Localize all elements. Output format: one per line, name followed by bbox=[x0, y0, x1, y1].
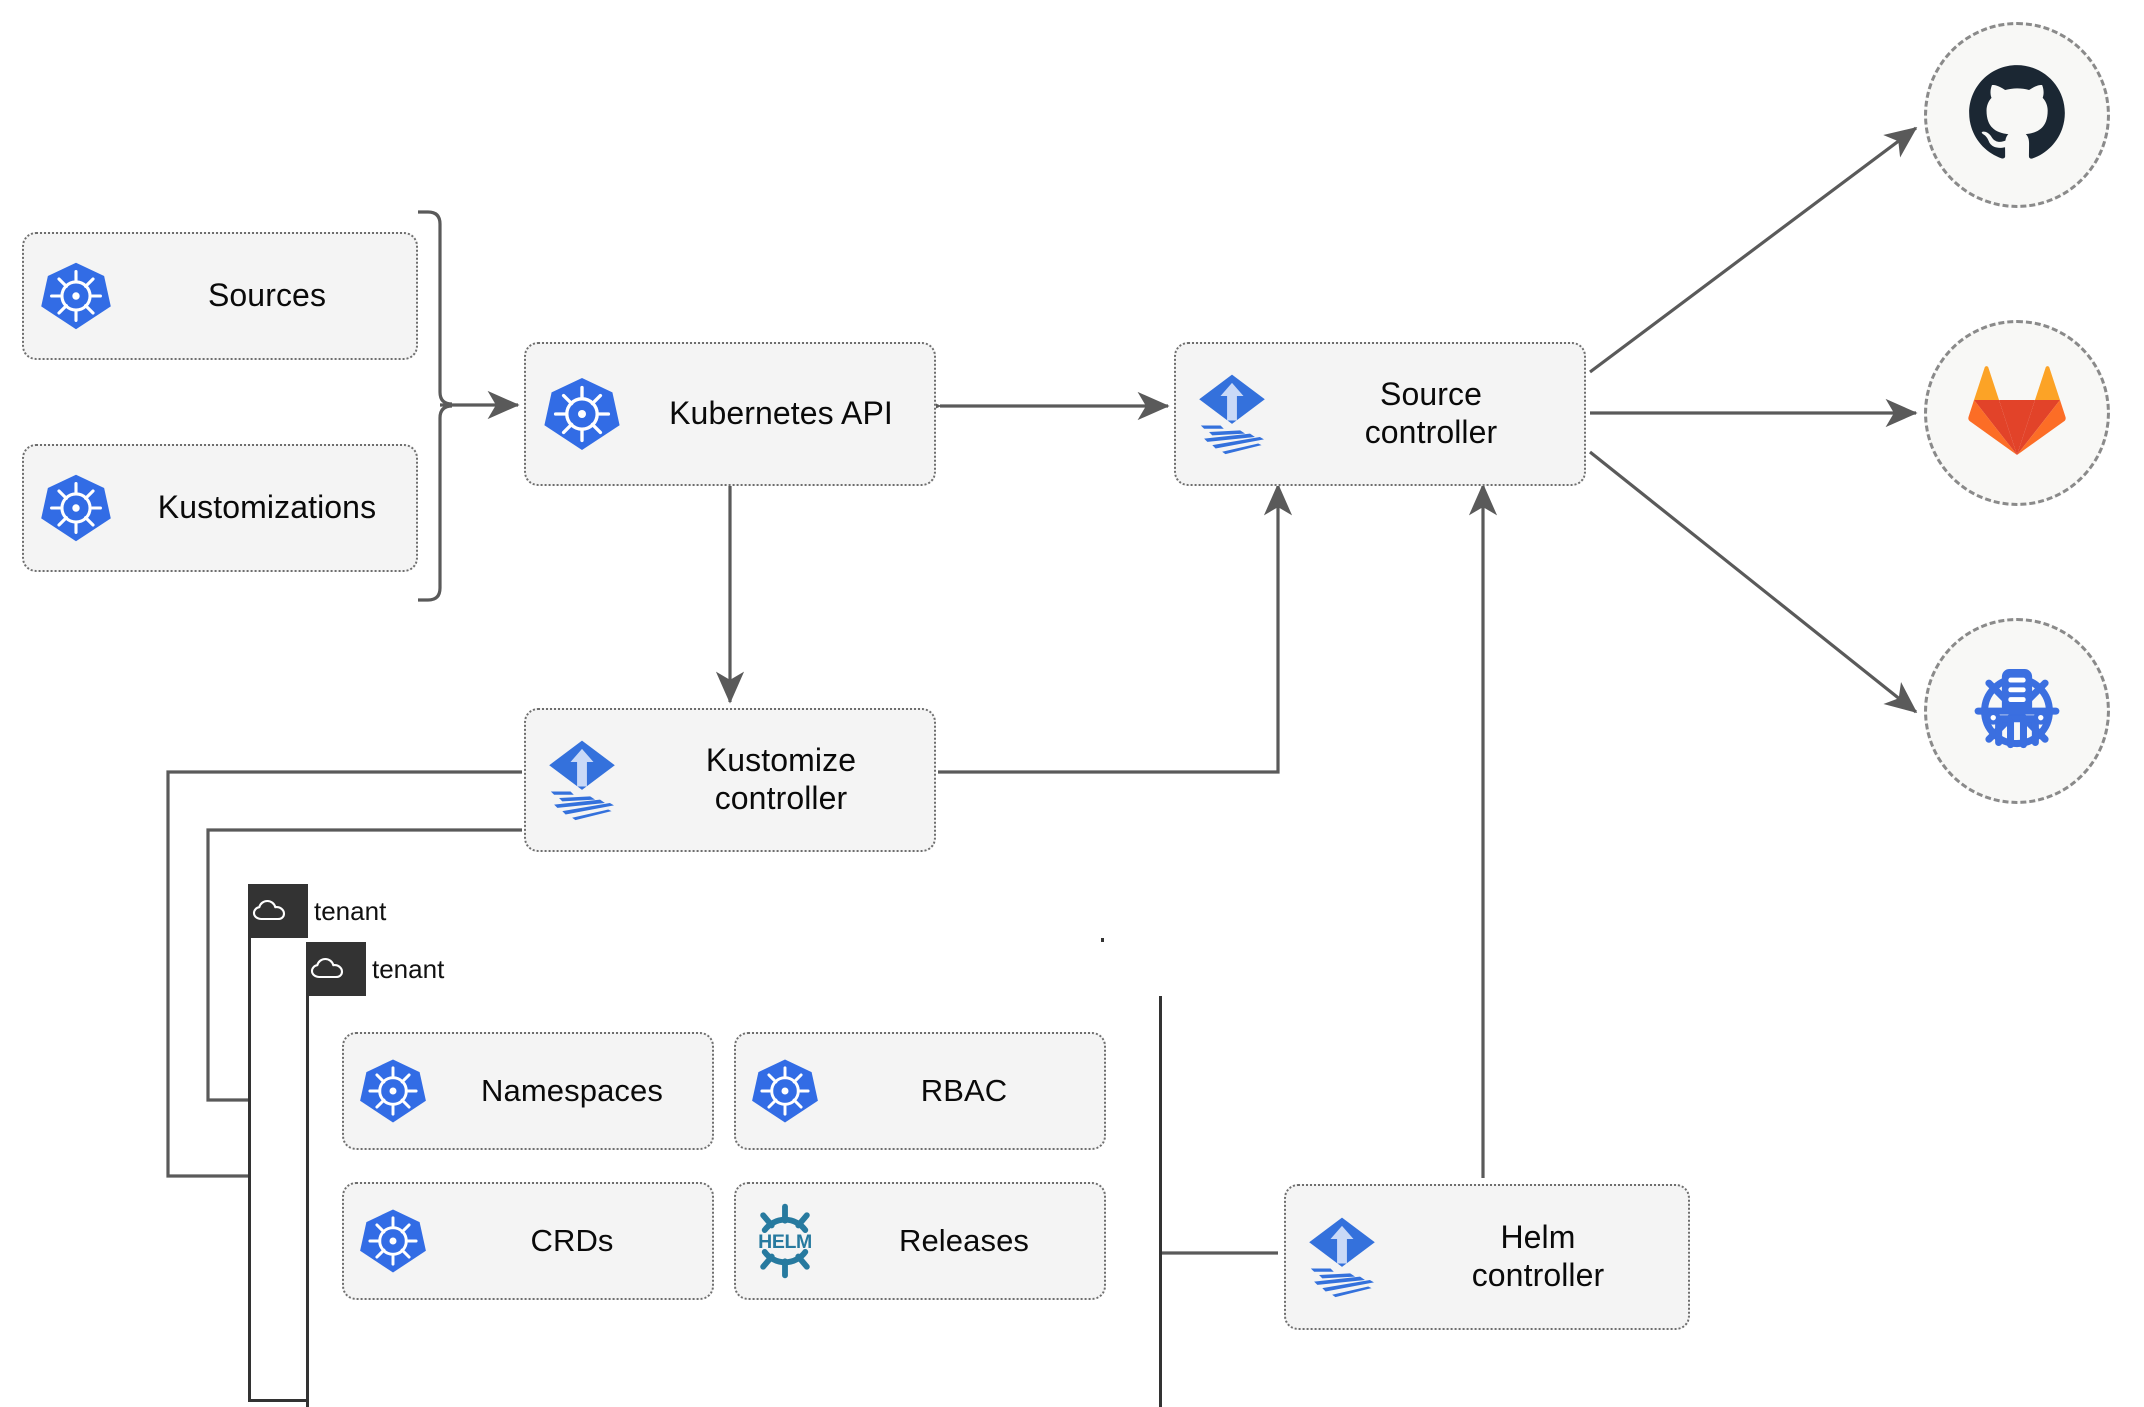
endpoint-gitlab[interactable] bbox=[1924, 320, 2110, 506]
svg-text:HELM: HELM bbox=[758, 1231, 812, 1253]
github-icon bbox=[1965, 61, 2069, 170]
wire-inputs-bracket bbox=[418, 210, 453, 406]
node-namespaces-label: Namespaces bbox=[481, 1072, 663, 1108]
node-kubernetes-api[interactable]: Kubernetes API bbox=[524, 342, 936, 486]
node-kustomize-controller-line1: Kustomize bbox=[705, 742, 857, 779]
node-helm-controller-line1: Helm bbox=[1500, 1219, 1576, 1256]
node-releases-label: Releases bbox=[898, 1222, 1030, 1258]
flux-icon bbox=[1176, 371, 1288, 457]
node-kustomizations[interactable]: Kustomizations bbox=[22, 444, 418, 572]
node-rbac-label: RBAC bbox=[920, 1072, 1008, 1108]
tenant-back-tab bbox=[248, 884, 308, 938]
node-crds[interactable]: CRDs bbox=[342, 1182, 714, 1300]
wire-source-to-github bbox=[1589, 126, 1918, 374]
node-sources-label: Sources bbox=[207, 277, 327, 314]
kubernetes-icon bbox=[344, 1206, 442, 1276]
cloud-icon bbox=[248, 884, 290, 938]
node-rbac[interactable]: RBAC bbox=[734, 1032, 1106, 1150]
endpoint-bucket[interactable] bbox=[1924, 618, 2110, 804]
kubernetes-icon bbox=[736, 1056, 834, 1126]
wire-inputs-bracket-lower bbox=[418, 404, 453, 602]
node-helm-controller[interactable]: Helm controller bbox=[1284, 1184, 1690, 1330]
kubernetes-icon bbox=[24, 259, 128, 333]
kubernetes-icon bbox=[24, 471, 128, 545]
kubernetes-icon bbox=[526, 374, 638, 454]
tenant-frame-front bbox=[306, 942, 1162, 1407]
node-source-controller-line1: Source bbox=[1380, 376, 1482, 413]
tenant-back-title-strip: tenant bbox=[308, 884, 1104, 938]
node-kustomize-controller-label: Kustomize controller bbox=[638, 742, 934, 818]
node-kustomize-controller-line2: controller bbox=[714, 780, 848, 816]
node-sources[interactable]: Sources bbox=[22, 232, 418, 360]
tenant-back-label: tenant bbox=[314, 895, 387, 926]
helm-repository-icon bbox=[1963, 655, 2071, 768]
wire-source-to-bucket bbox=[1589, 450, 1918, 714]
node-kustomize-controller[interactable]: Kustomize controller bbox=[524, 708, 936, 852]
flux-icon bbox=[526, 737, 638, 823]
node-kubernetes-api-label: Kubernetes API bbox=[669, 395, 893, 432]
node-helm-controller-label: Helm controller bbox=[1398, 1219, 1688, 1295]
cloud-icon bbox=[306, 942, 348, 996]
helm-icon: HELM bbox=[736, 1202, 834, 1280]
node-crds-label: CRDs bbox=[530, 1222, 614, 1258]
node-kustomizations-label: Kustomizations bbox=[157, 489, 377, 526]
node-releases[interactable]: HELM Releases bbox=[734, 1182, 1106, 1300]
kubernetes-icon bbox=[344, 1056, 442, 1126]
tenant-front-title-strip: tenant bbox=[366, 942, 1162, 996]
tenant-front-label: tenant bbox=[372, 953, 445, 984]
gitlab-icon bbox=[1967, 363, 2067, 464]
node-namespaces[interactable]: Namespaces bbox=[342, 1032, 714, 1150]
flux-icon bbox=[1286, 1214, 1398, 1300]
node-helm-controller-line2: controller bbox=[1471, 1257, 1605, 1293]
wire-kustomize-to-source-controller bbox=[938, 483, 1293, 774]
endpoint-github[interactable] bbox=[1924, 22, 2110, 208]
node-source-controller-line2: controller bbox=[1364, 414, 1498, 450]
tenant-front-tab bbox=[306, 942, 366, 996]
node-source-controller[interactable]: Source controller bbox=[1174, 342, 1586, 486]
node-source-controller-label: Source controller bbox=[1288, 376, 1584, 452]
